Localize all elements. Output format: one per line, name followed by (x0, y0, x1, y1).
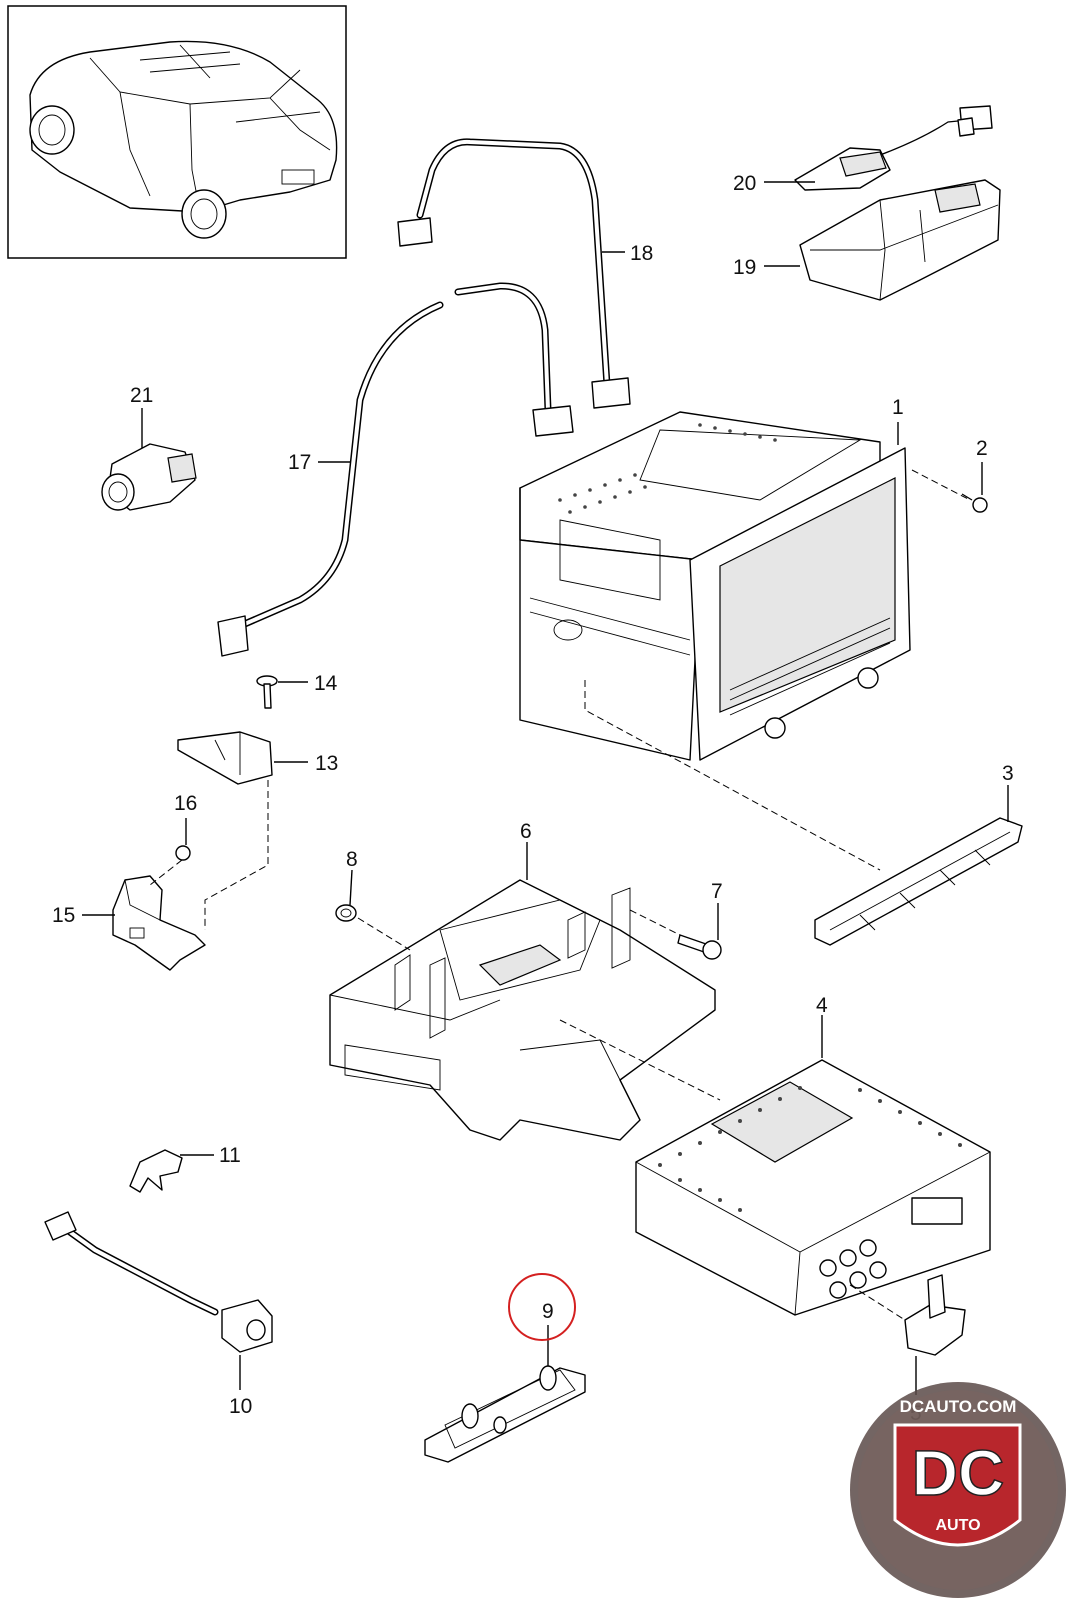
leader-lines (82, 181, 1009, 1395)
part-15-bracket (112, 875, 206, 971)
callout-6: 6 (520, 820, 532, 843)
part-5-clip (904, 1274, 966, 1356)
dcauto-logo: DCAUTO.COM DC AUTO (850, 1382, 1066, 1598)
part-10-camera (44, 1211, 273, 1353)
logo-top-text: DCAUTO.COM (900, 1397, 1017, 1416)
part-13-bracket (177, 731, 273, 785)
callout-10: 10 (229, 1395, 252, 1418)
cable-18 (397, 138, 631, 409)
callout-17: 17 (288, 451, 311, 474)
callout-1: 1 (892, 396, 904, 419)
logo-main-text: DC (912, 1437, 1004, 1509)
part-4-module-box (635, 1059, 991, 1316)
callout-13: 13 (315, 752, 338, 775)
callout-19: 19 (733, 256, 756, 279)
part-20-harness (794, 105, 993, 191)
cable-17 (217, 282, 574, 657)
assembly-lines (149, 469, 971, 1321)
part-8-nut (335, 904, 357, 922)
callout-7: 7 (711, 880, 723, 903)
callout-18: 18 (630, 242, 653, 265)
part-21-camera (101, 443, 197, 511)
callout-9: 9 (542, 1300, 554, 1323)
callout-16: 16 (174, 792, 197, 815)
logo-sub-text: AUTO (935, 1517, 980, 1534)
part-2-screw (961, 493, 988, 513)
part-3-trim-strip (814, 817, 1023, 946)
part-14-screw (256, 675, 278, 709)
callout-15: 15 (52, 904, 75, 927)
callout-20: 20 (733, 172, 756, 195)
part-9-module (424, 1365, 586, 1463)
part-1-head-unit (519, 411, 911, 761)
part-16-screw (175, 845, 191, 861)
part-11-clip (129, 1149, 183, 1193)
callout-21: 21 (130, 384, 153, 407)
callout-3: 3 (1002, 762, 1014, 785)
part-6-bracket (329, 879, 716, 1141)
part-19-module (799, 179, 1001, 301)
vent-holes (558, 423, 777, 514)
highlight-circle-9 (508, 1273, 576, 1341)
callout-8: 8 (346, 848, 358, 871)
callout-2: 2 (976, 437, 988, 460)
vehicle-thumbnail (7, 5, 347, 259)
callout-14: 14 (314, 672, 338, 695)
callout-4: 4 (816, 994, 828, 1017)
callout-11: 11 (219, 1144, 241, 1167)
part-7-screw (677, 934, 722, 960)
box-connectors (819, 1197, 963, 1299)
